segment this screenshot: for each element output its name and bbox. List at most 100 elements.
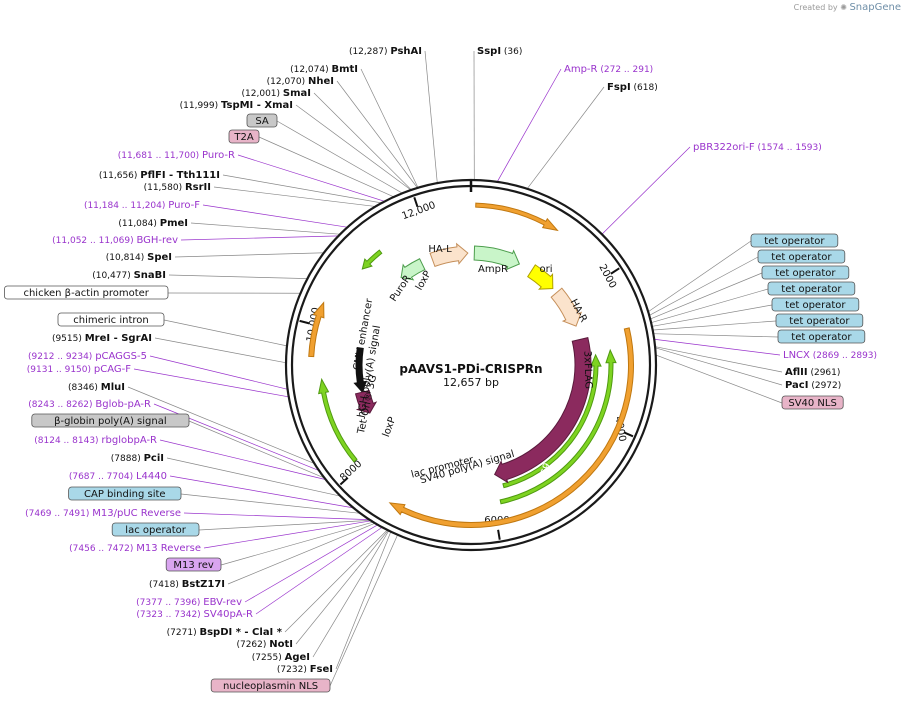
label-sspi[interactable]: SspI (36)	[477, 46, 522, 57]
label-spei[interactable]: (10,814) SpeI	[106, 252, 172, 263]
label-fsei[interactable]: (7232) FseI	[277, 664, 333, 675]
label-noti[interactable]: (7262) NotI	[236, 639, 293, 650]
label-tspmi-xmai[interactable]: (11,999) TspMI - XmaI	[180, 100, 293, 111]
credit-brand: SnapGene	[849, 2, 901, 13]
feature-box	[757, 249, 846, 264]
leader-line	[295, 104, 413, 192]
feature-label-ampr: AmpR	[478, 264, 508, 275]
leader-line	[244, 523, 379, 603]
feature-box	[771, 297, 860, 312]
feature-box	[761, 265, 850, 280]
feature-box	[4, 285, 169, 300]
label-globin-poly-a-signal[interactable]: β-globin poly(A) signal	[31, 413, 190, 428]
leader-line	[276, 120, 404, 195]
label-l4440[interactable]: (7687 .. 7704) L4440	[69, 471, 167, 482]
label-snabi[interactable]: (10,477) SnaBI	[92, 270, 166, 281]
feature-box-text: tet operator	[771, 252, 832, 263]
label-nhei[interactable]: (12,070) NheI	[267, 76, 334, 87]
label-pcaggs-5[interactable]: (9212 .. 9234) pCAGGS-5	[28, 351, 147, 362]
label-puro-f[interactable]: (11,184 .. 11,204) Puro-F	[84, 200, 200, 211]
label-aflii[interactable]: AflII (2961)	[785, 367, 840, 378]
label-m13-puc-reverse[interactable]: (7469 .. 7491) M13/pUC Reverse	[25, 508, 181, 519]
enzyme-name: SspI (36)	[477, 46, 522, 57]
feature-box	[57, 312, 165, 327]
annotation-labels: (12,287) PshAI (12,074) BmtI(12,070) NheI…	[4, 46, 877, 693]
label-t2a[interactable]: T2A	[228, 129, 260, 144]
cas9-arrow	[493, 336, 592, 484]
feature-box-text: tet operator	[775, 268, 836, 279]
label-lncx[interactable]: LNCX (2869 .. 2893)	[783, 350, 877, 361]
feature-label-loxp: loxP	[381, 416, 398, 439]
label-smai[interactable]: (12,001) SmaI	[242, 88, 311, 99]
label-puro-r[interactable]: (11,681 .. 11,700) Puro-R	[118, 150, 235, 161]
label-lac-operator[interactable]: lac operator	[111, 522, 200, 537]
feature-box	[210, 678, 331, 693]
leader-line	[496, 68, 562, 183]
label-rsrii[interactable]: (11,580) RsrII	[144, 182, 211, 193]
orange-arc-left	[308, 301, 325, 358]
label-sa[interactable]: SA	[246, 113, 278, 128]
label-mlui[interactable]: (8346) MluI	[68, 382, 125, 393]
leader-line	[203, 520, 373, 549]
label-mrei-sgrai[interactable]: (9515) MreI - SgrAI	[52, 333, 152, 344]
label-pcii[interactable]: (7888) PciI	[111, 453, 164, 464]
enzyme-name: (9515) MreI - SgrAI	[52, 333, 152, 344]
feature-box-text: SV40 NLS	[788, 398, 837, 409]
label-agei[interactable]: (7255) AgeI	[252, 652, 310, 663]
leader-line	[222, 174, 384, 204]
tick-mark	[623, 431, 634, 438]
tick-mark	[413, 197, 419, 208]
label-bstz17i[interactable]: (7418) BstZ17I	[149, 579, 225, 590]
label-pshai[interactable]: (12,287) PshAI	[349, 46, 422, 57]
feature-box-text: lac operator	[125, 525, 186, 536]
label-tet-operator[interactable]: tet operator	[775, 313, 864, 328]
enzyme-name: (7255) AgeI	[252, 652, 310, 663]
label-sv40-nls[interactable]: SV40 NLS	[781, 395, 844, 410]
label-bgh-rev[interactable]: (11,052 .. 11,069) BGH-rev	[52, 235, 178, 246]
label-m13-reverse[interactable]: (7456 .. 7472) M13 Reverse	[69, 543, 201, 554]
label-tet-operator[interactable]: tet operator	[757, 249, 846, 264]
label-rbglobpa-r[interactable]: (8124 .. 8143) rbglobpA-R	[34, 435, 157, 446]
label-tet-operator[interactable]: tet operator	[771, 297, 860, 312]
feature-box	[246, 113, 278, 128]
leader-line	[220, 521, 375, 566]
label-fspi[interactable]: FspI (618)	[607, 82, 658, 93]
credit-prefix: Created by	[793, 3, 838, 12]
label-tet-operator[interactable]: tet operator	[767, 281, 856, 296]
leader-line	[336, 80, 419, 189]
leader-line	[650, 288, 769, 324]
feature-box-text: nucleoplasmin NLS	[223, 681, 318, 692]
label-pmei[interactable]: (11,084) PmeI	[118, 218, 188, 229]
enzyme-name: PacI (2972)	[785, 380, 841, 391]
leader-line	[213, 186, 378, 208]
feature-label-puror: PuroR	[388, 273, 413, 303]
label-m13-rev[interactable]: M13 rev	[165, 557, 222, 572]
leader-line	[650, 304, 773, 327]
label-bspdi-clai[interactable]: (7271) BspDI * - ClaI *	[167, 627, 283, 638]
label-amp-r[interactable]: Amp-R (272 .. 291)	[564, 64, 653, 75]
feature-box-text: tet operator	[791, 332, 852, 343]
label-tet-operator[interactable]: tet operator	[761, 265, 850, 280]
label-chicken-actin-promoter[interactable]: chicken β-actin promoter	[4, 285, 169, 300]
label-paci[interactable]: PacI (2972)	[785, 380, 841, 391]
label-bglob-pa-r[interactable]: (8243 .. 8262) Bglob-pA-R	[28, 399, 151, 410]
label-nucleoplasmin-nls[interactable]: nucleoplasmin NLS	[210, 678, 331, 693]
leader-line	[190, 222, 342, 235]
label-pcag-f[interactable]: (9131 .. 9150) pCAG-F	[27, 364, 131, 375]
feature-box	[165, 557, 222, 572]
label-pbr322ori-f[interactable]: pBR322ori-F (1574 .. 1593)	[693, 142, 822, 153]
leader-line	[166, 457, 343, 497]
label-tet-operator[interactable]: tet operator	[750, 233, 839, 248]
label-sv40pa-r[interactable]: (7323 .. 7342) SV40pA-R	[136, 609, 253, 620]
green-arc-upper-left	[361, 249, 383, 270]
label-cap-binding-site[interactable]: CAP binding site	[68, 486, 182, 501]
primer-name: (7687 .. 7704) L4440	[69, 471, 167, 482]
enzyme-name: (11,656) PflFI - Tth111I	[99, 170, 220, 181]
label-bmti[interactable]: (12,074) BmtI	[290, 64, 358, 75]
label-tet-operator[interactable]: tet operator	[777, 329, 866, 344]
enzyme-name: (10,814) SpeI	[106, 252, 172, 263]
enzyme-name: (11,084) PmeI	[118, 218, 188, 229]
label-ebv-rev[interactable]: (7377 .. 7396) EBV-rev	[136, 597, 242, 608]
label-chimeric-intron[interactable]: chimeric intron	[57, 312, 165, 327]
label-pflfi-tth111i[interactable]: (11,656) PflFI - Tth111I	[99, 170, 220, 181]
